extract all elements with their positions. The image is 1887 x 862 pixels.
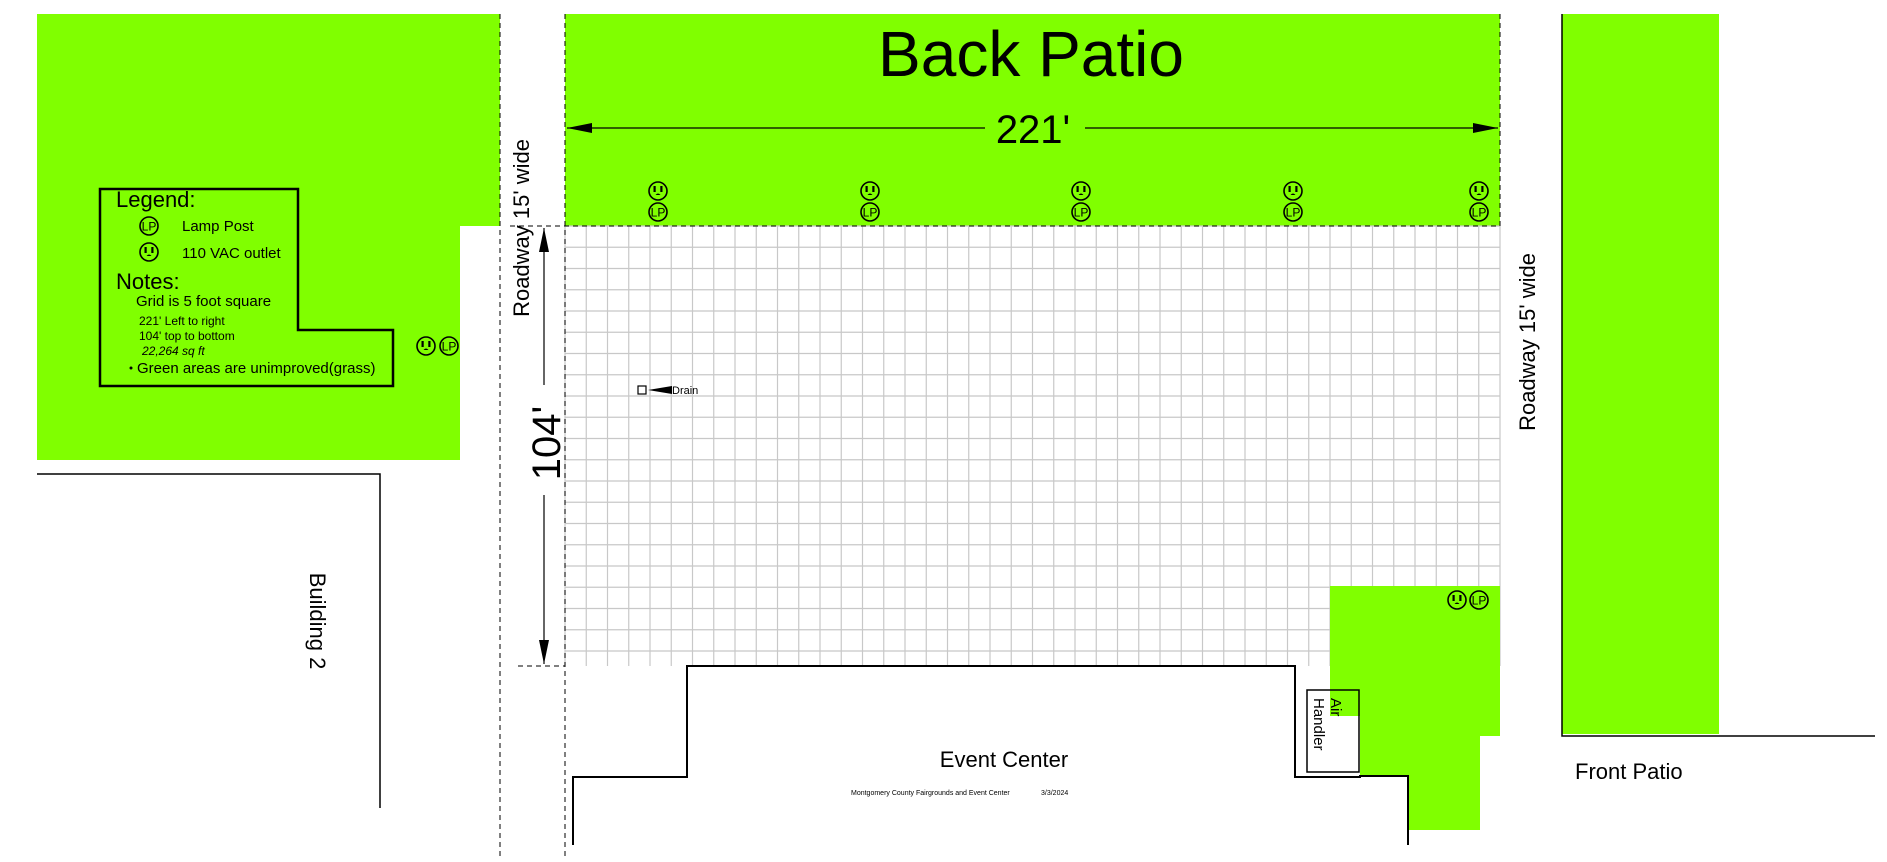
- height-dimension: 104': [525, 228, 569, 664]
- lamp-post-icon: [648, 202, 668, 222]
- note-left-right: 221' Left to right: [139, 314, 225, 328]
- note-green-areas: Green areas are unimproved(grass): [137, 360, 375, 377]
- event-center-outline: [572, 665, 1409, 845]
- air-handler-box: [1306, 689, 1360, 773]
- lamp-post-icon: [1283, 202, 1303, 222]
- building-2-outline: [37, 473, 381, 808]
- legend-heading: Legend:: [116, 187, 196, 212]
- legend-outlet: 110 VAC outlet: [182, 245, 282, 262]
- lamp-post-icon: [1469, 590, 1489, 610]
- width-dimension: 221': [567, 108, 1498, 152]
- footer-date: 3/3/2024: [1041, 790, 1068, 797]
- drain-icon: [637, 385, 647, 395]
- grass-top-left: [37, 14, 500, 460]
- air-handler-line2: Handler: [1310, 698, 1327, 751]
- event-center-label: Event Center: [940, 747, 1068, 772]
- legend-lamp-post: Lamp Post: [182, 218, 255, 235]
- structure-lines: [37, 14, 1875, 845]
- legend-box: [98, 187, 395, 388]
- lamp-post-icon: [860, 202, 880, 222]
- page-title: Back Patio: [878, 18, 1184, 90]
- drain: Drain: [637, 385, 698, 397]
- lamp-post-icon: [439, 336, 459, 356]
- note-top-bottom: 104' top to bottom: [139, 329, 235, 343]
- grass-areas: [37, 14, 1719, 830]
- roadway-right-label: Roadway 15' wide: [1515, 253, 1540, 431]
- note-area: 22,264 sq ft: [141, 344, 205, 358]
- patio-grid: [564, 225, 1501, 666]
- note-grid: Grid is 5 foot square: [136, 293, 271, 310]
- grass-top-band: [565, 14, 1500, 226]
- legend: Legend: Lamp Post 110 VAC outlet Notes: …: [98, 187, 395, 388]
- roadway-left-label: Roadway 15' wide: [509, 139, 534, 317]
- lamp-post-icon: [1071, 202, 1091, 222]
- grass-right-strip: [1562, 14, 1719, 734]
- notes-heading: Notes:: [116, 269, 180, 294]
- building-2-label: Building 2: [305, 573, 330, 670]
- front-patio-line: [1561, 14, 1875, 737]
- patio-boundary: [499, 14, 1501, 860]
- lamp-post-icon: [139, 216, 159, 236]
- width-label: 221': [996, 108, 1070, 152]
- height-label: 104': [525, 406, 569, 480]
- footer-org: Montgomery County Fairgrounds and Event …: [851, 790, 1010, 797]
- air-handler-line1: Air: [1327, 698, 1344, 716]
- lamp-post-icon: [1469, 202, 1489, 222]
- front-patio-label: Front Patio: [1575, 759, 1683, 784]
- drain-label: Drain: [672, 385, 698, 397]
